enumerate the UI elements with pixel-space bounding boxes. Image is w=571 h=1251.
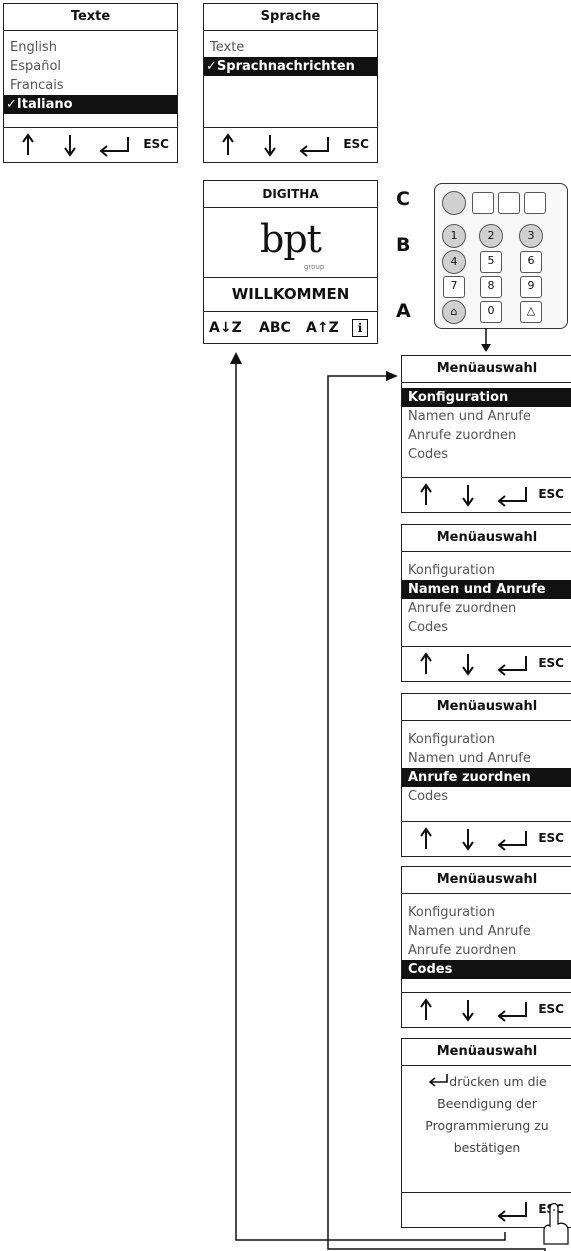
screen-footer: ESC xyxy=(4,127,177,162)
screen-sprache: Sprache Texte ✓Sprachnachrichten ESC xyxy=(203,3,378,163)
bell-icon[interactable]: △ xyxy=(520,301,542,323)
esc-label[interactable]: ESC xyxy=(343,137,369,151)
screen-title: Menüauswahl xyxy=(402,356,571,383)
check-icon: ✓ xyxy=(206,59,217,74)
finger-press-icon xyxy=(543,1202,569,1245)
function-button[interactable] xyxy=(472,192,494,214)
key-5[interactable]: 5 xyxy=(480,251,502,273)
screen-menu-2: Menüauswahl Konfiguration Namen und Anru… xyxy=(401,524,571,682)
nav-arrows-icon xyxy=(222,133,329,157)
esc-label[interactable]: ESC xyxy=(143,137,169,151)
sort-az-up-button[interactable]: A↑Z xyxy=(306,320,339,336)
screen-menu-3: Menüauswahl Konfiguration Namen und Anru… xyxy=(401,693,571,857)
menu-item-codes[interactable]: Codes xyxy=(408,789,449,804)
menu-item-calls[interactable]: Anrufe zuordnen xyxy=(402,768,571,787)
function-button[interactable] xyxy=(524,192,546,214)
esc-label[interactable]: ESC xyxy=(538,1002,564,1016)
list-item[interactable]: English xyxy=(10,40,57,55)
menu-item-names[interactable]: Namen und Anrufe xyxy=(408,751,531,766)
screen-title: Menüauswahl xyxy=(402,694,571,721)
key-2[interactable]: 2 xyxy=(479,224,503,248)
list-item[interactable]: Francais xyxy=(10,78,64,93)
screen-title: Sprache xyxy=(204,4,377,31)
list-item[interactable]: Texte xyxy=(210,40,245,55)
list-item[interactable]: Español xyxy=(10,59,62,74)
key-3[interactable]: 3 xyxy=(519,224,543,248)
bpt-logo: bpt group xyxy=(204,211,377,278)
menu-item-names[interactable]: Namen und Anrufe xyxy=(402,580,571,599)
screen-title: Texte xyxy=(4,4,177,31)
esc-label[interactable]: ESC xyxy=(538,656,564,670)
screen-footer: ESC xyxy=(204,127,377,162)
nav-arrows-icon xyxy=(22,133,129,157)
screen-menu-4: Menüauswahl Konfiguration Namen und Anru… xyxy=(401,866,571,1028)
confirm-message: drücken um die Beendigung der Programmie… xyxy=(425,1074,549,1155)
screen-footer: ESC xyxy=(402,477,571,512)
menu-item-codes[interactable]: Codes xyxy=(402,960,571,979)
call-button[interactable] xyxy=(442,191,466,215)
menu-item-calls[interactable]: Anrufe zuordnen xyxy=(408,601,517,616)
list-item-selected[interactable]: ✓Sprachnachrichten xyxy=(204,57,377,76)
keypad: 1 2 3 4 5 6 7 8 9 ⌂ 0 △ xyxy=(434,183,568,329)
menu-item-names[interactable]: Namen und Anrufe xyxy=(408,924,531,939)
screen-footer: ESC xyxy=(402,821,571,856)
key-8[interactable]: 8 xyxy=(480,276,502,298)
esc-label[interactable]: ESC xyxy=(538,487,564,501)
menu-item-calls[interactable]: Anrufe zuordnen xyxy=(408,428,517,443)
menu-item-configuration[interactable]: Konfiguration xyxy=(408,732,495,747)
check-icon: ✓ xyxy=(6,97,17,112)
function-button[interactable] xyxy=(498,192,520,214)
enter-icon xyxy=(429,1074,449,1087)
menu-item-calls[interactable]: Anrufe zuordnen xyxy=(408,943,517,958)
key-7[interactable]: 7 xyxy=(443,276,465,298)
abc-button[interactable]: ABC xyxy=(259,320,291,336)
key-0[interactable]: 0 xyxy=(480,301,502,323)
screen-footer: ESC xyxy=(402,646,571,681)
menu-item-configuration[interactable]: Konfiguration xyxy=(402,388,571,407)
bottom-bar: A↓Z ABC A↑Z i xyxy=(204,315,377,341)
screen-texte: Texte English Español Francais ✓Italiano… xyxy=(3,3,178,163)
screen-title: DIGITHA xyxy=(204,181,377,208)
screen-footer: ESC xyxy=(402,992,571,1027)
menu-item-configuration[interactable]: Konfiguration xyxy=(408,905,495,920)
key-6[interactable]: 6 xyxy=(520,251,542,273)
list-item-selected[interactable]: ✓Italiano xyxy=(4,95,177,114)
sort-az-down-button[interactable]: A↓Z xyxy=(209,320,242,336)
menu-item-configuration[interactable]: Konfiguration xyxy=(408,563,495,578)
label-a: A xyxy=(396,300,411,322)
esc-label[interactable]: ESC xyxy=(538,831,564,845)
key-door[interactable]: ⌂ xyxy=(442,300,466,324)
screen-menu-1: Menüauswahl Konfiguration Namen und Anru… xyxy=(401,355,571,513)
key-9[interactable]: 9 xyxy=(520,276,542,298)
info-icon[interactable]: i xyxy=(352,319,368,337)
menu-item-names[interactable]: Namen und Anrufe xyxy=(408,409,531,424)
key-1[interactable]: 1 xyxy=(442,224,466,248)
label-c: C xyxy=(396,188,410,210)
screen-digitha: DIGITHA bpt group WILLKOMMEN A↓Z ABC A↑Z… xyxy=(203,180,378,344)
key-4[interactable]: 4 xyxy=(442,250,466,274)
label-b: B xyxy=(396,234,411,256)
screen-title: Menüauswahl xyxy=(402,1039,571,1066)
menu-item-codes[interactable]: Codes xyxy=(408,620,449,635)
menu-item-codes[interactable]: Codes xyxy=(408,447,449,462)
screen-title: Menüauswahl xyxy=(402,525,571,552)
welcome-text: WILLKOMMEN xyxy=(204,278,377,312)
screen-title: Menüauswahl xyxy=(402,867,571,894)
